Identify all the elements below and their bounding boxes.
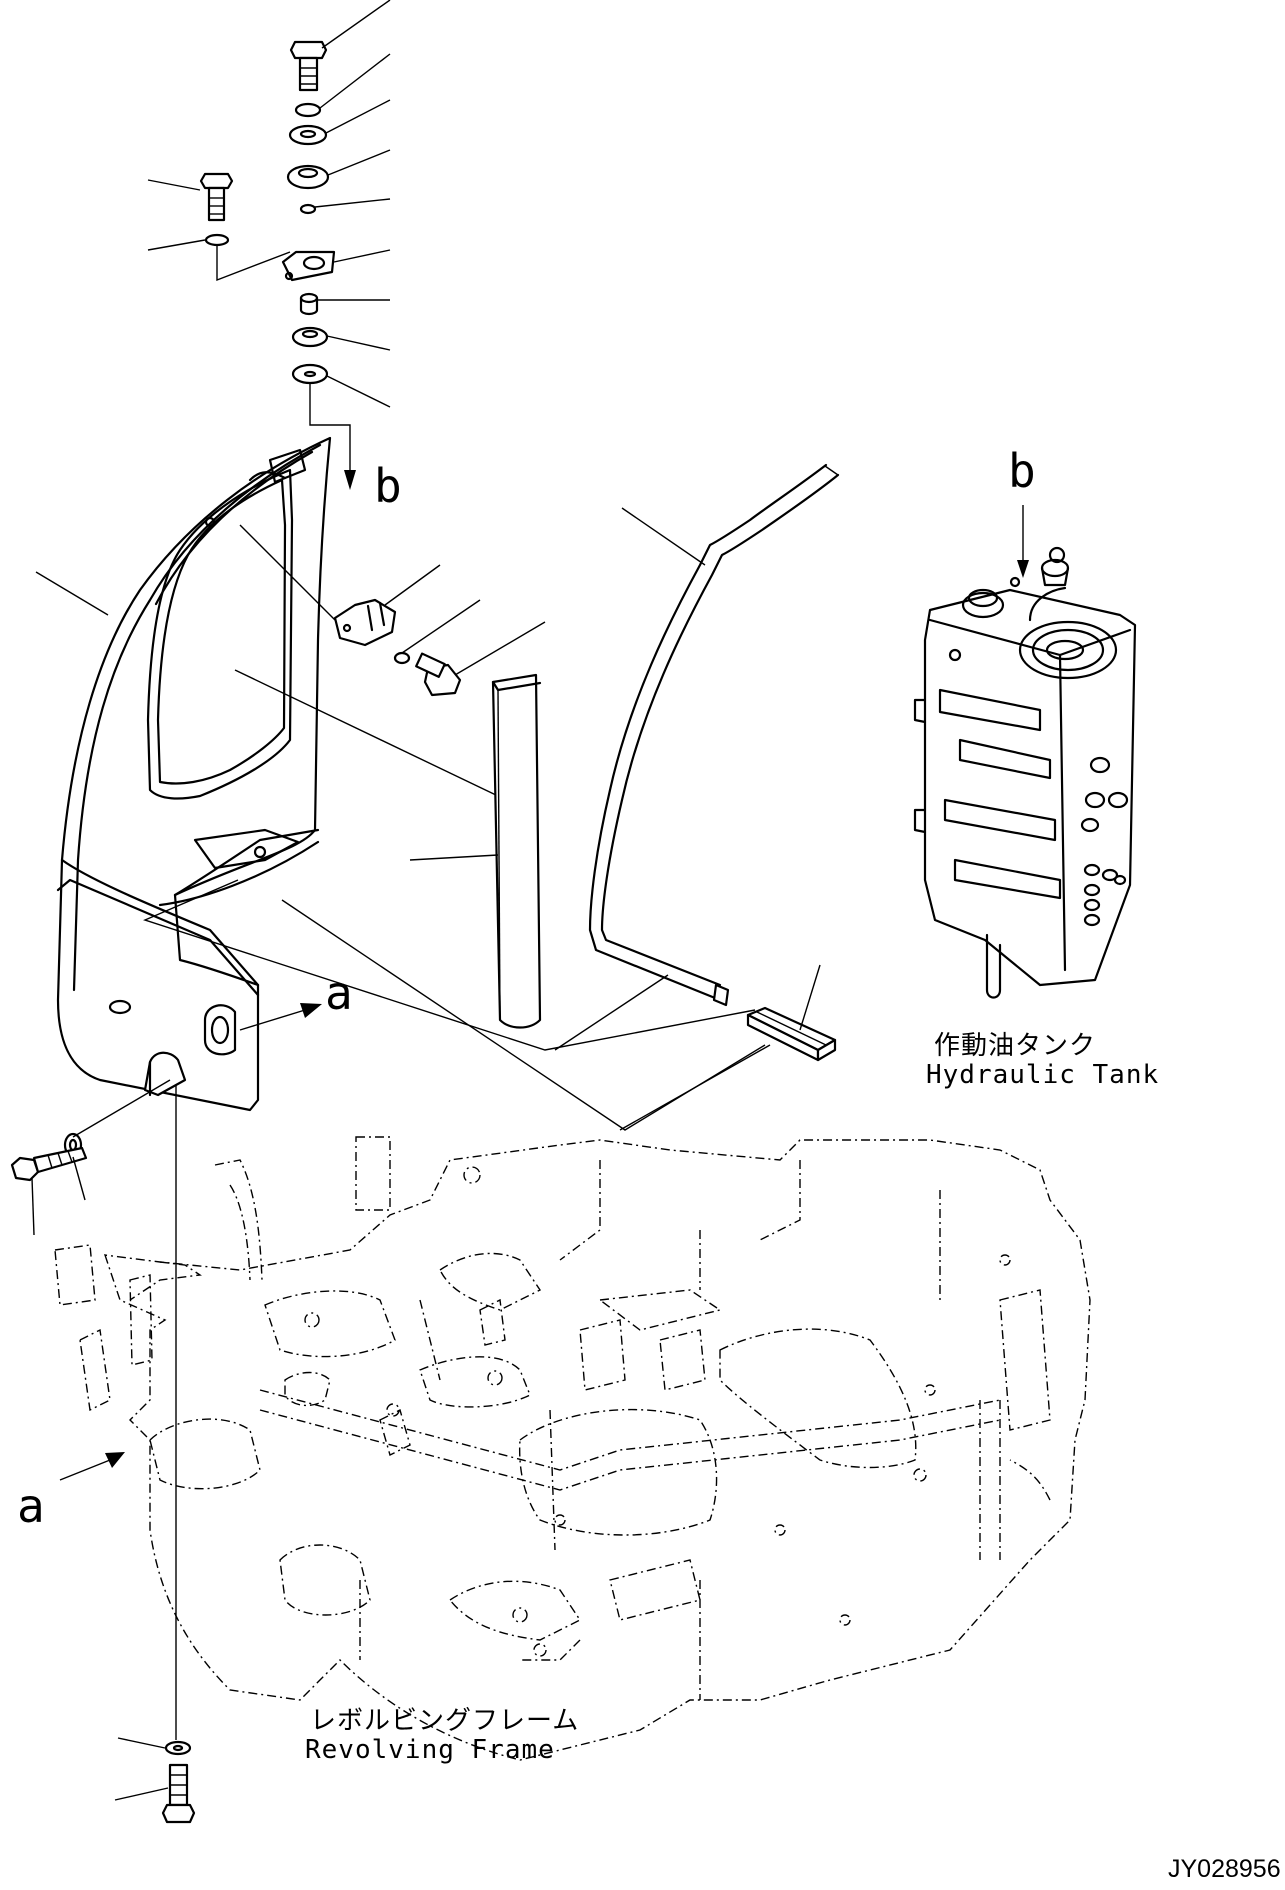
lower-bolt-icon [10, 1079, 171, 1236]
small-ring-icon [299, 203, 317, 215]
flat-washer-icon [288, 124, 328, 146]
side-bolt-icon [147, 172, 291, 282]
rubber-block-icon [409, 673, 542, 1029]
bottom-washer-icon [291, 363, 329, 385]
bolt-stack [281, 0, 391, 490]
revolving-frame-label-jp: レボルビングフレーム [310, 1706, 580, 1736]
cushion-washer-icon [286, 164, 330, 190]
reference-b-tank: b [1008, 444, 1036, 498]
hydraulic-tank-icon [913, 505, 1137, 999]
reference-b-top: b [374, 459, 402, 513]
top-bolt-icon [289, 40, 328, 92]
collar-icon [299, 292, 319, 316]
hydraulic-tank-label-en: Hydraulic Tank [926, 1060, 1160, 1090]
hose-guide-icon [619, 964, 837, 1131]
revolving-frame-label-en: Revolving Frame [305, 1735, 555, 1765]
cover-panel [35, 436, 499, 1112]
hinge-bracket-icon [239, 524, 546, 697]
plate-bracket-icon [281, 250, 336, 282]
drawing-code: JY028956 [1168, 1855, 1281, 1883]
spring-washer-icon [294, 102, 322, 118]
reference-a-frame: a [17, 1479, 45, 1533]
rubber-washer-icon [291, 326, 329, 348]
seal-strip-icon [554, 463, 840, 1051]
reference-a-panel: a [325, 966, 353, 1020]
revolving-frame-icon [54, 1136, 1091, 1761]
hydraulic-tank-label-jp: 作動油タンク [934, 1031, 1097, 1061]
bottom-bolt-icon [114, 1737, 196, 1824]
